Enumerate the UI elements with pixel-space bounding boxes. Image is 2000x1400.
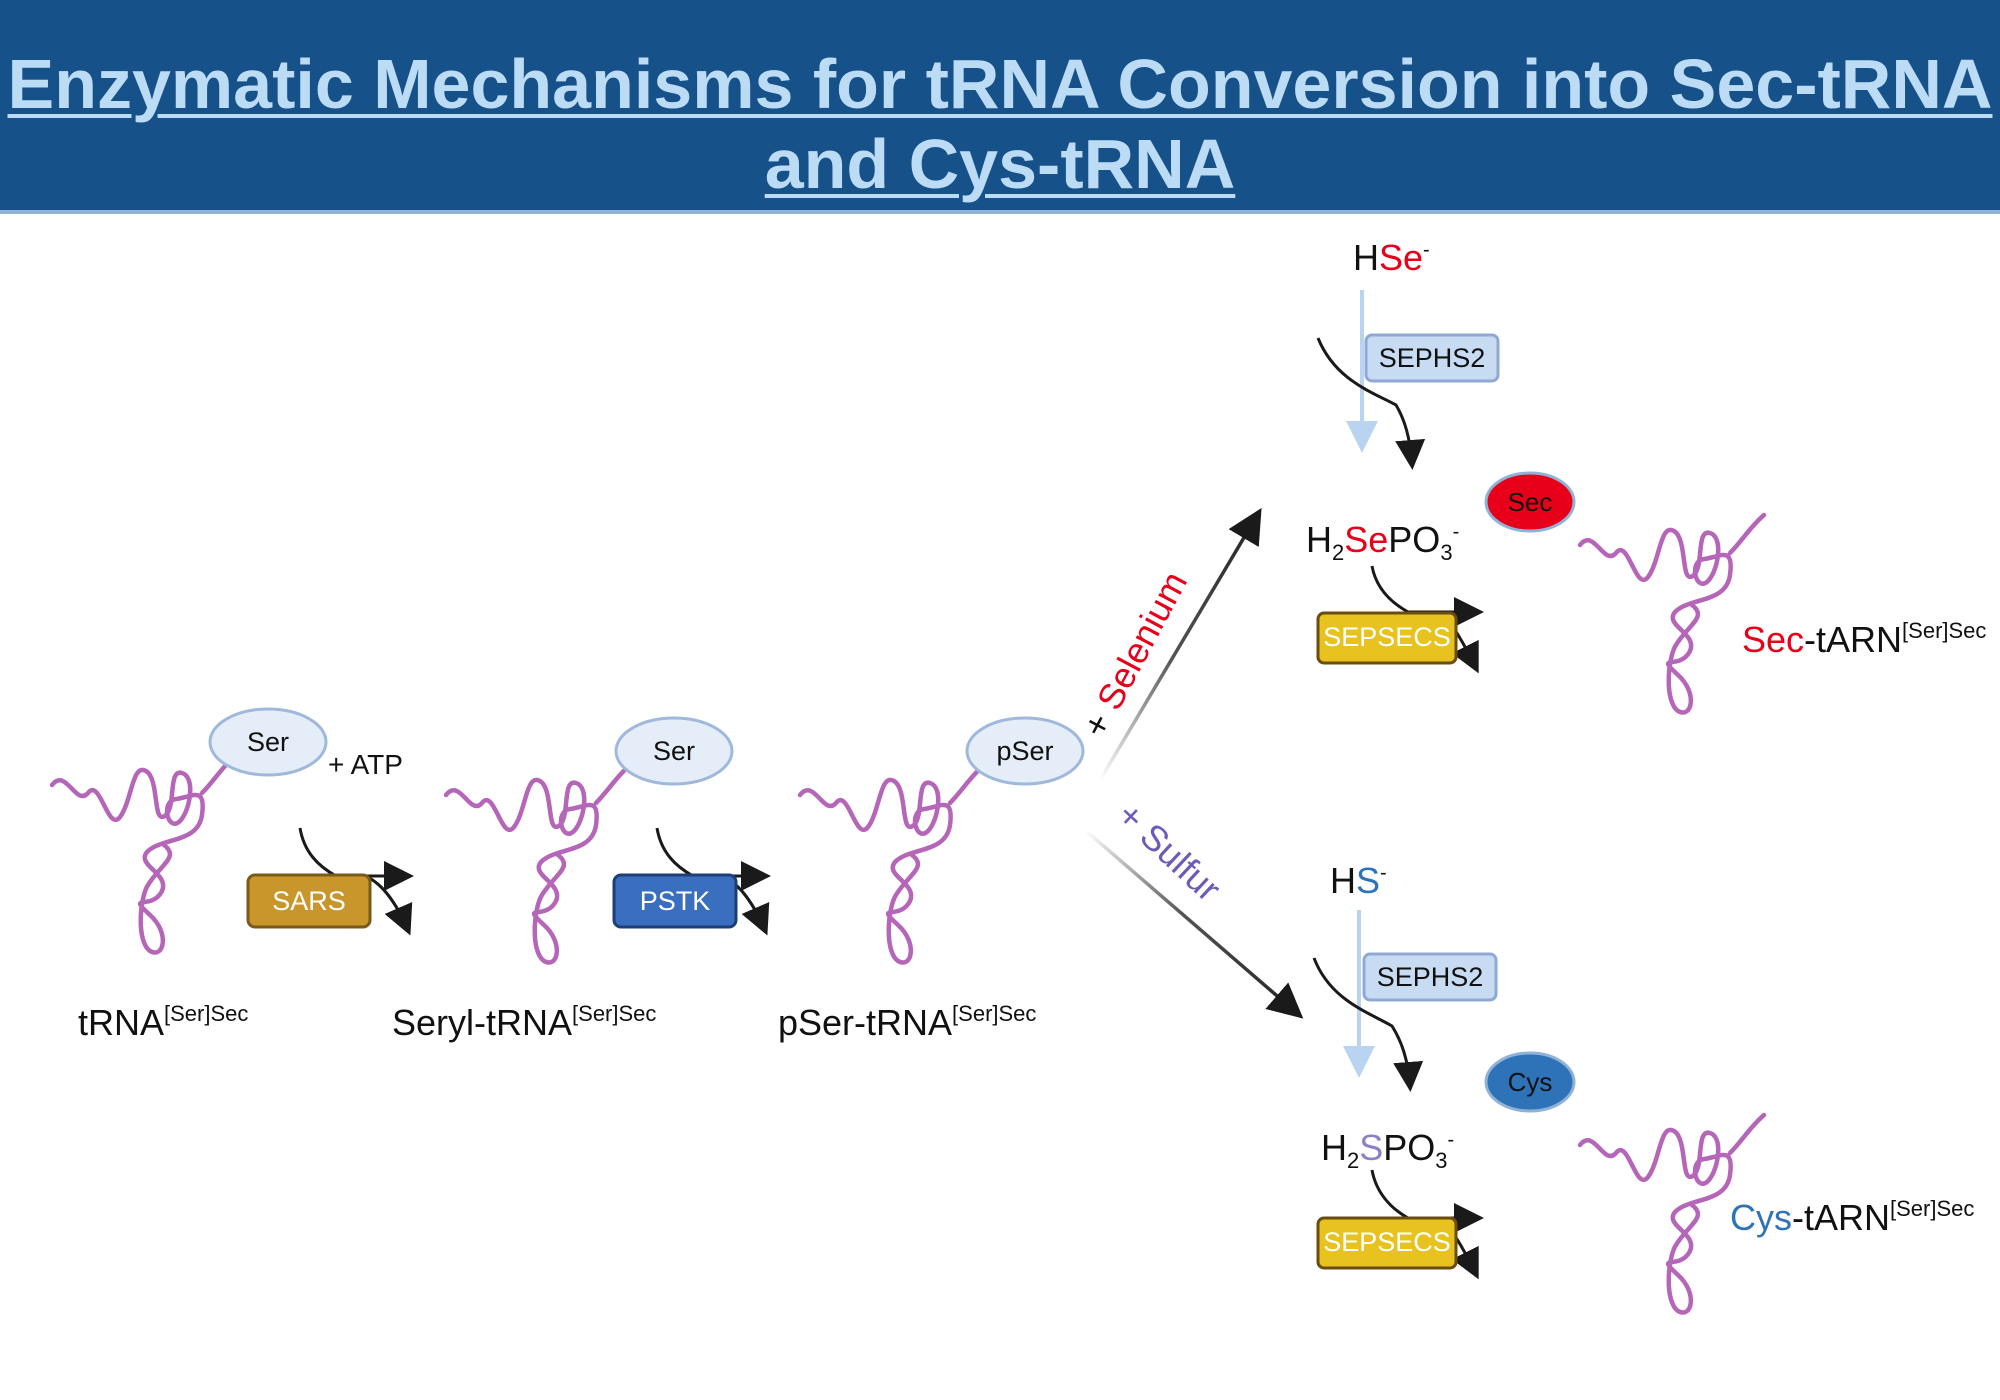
selenium-label: + Selenium xyxy=(1074,565,1195,744)
sec-label: Sec xyxy=(1508,487,1553,517)
trna-structure-3 xyxy=(800,765,984,962)
title-line-2: and Cys-tRNA xyxy=(764,125,1236,203)
sepsecs-top-enzyme: SEPSECS xyxy=(1316,611,1458,665)
ser-label-2: Ser xyxy=(653,736,695,766)
cys-badge: Cys xyxy=(1484,1051,1576,1113)
sephs2-bottom-label: SEPHS2 xyxy=(1377,962,1484,992)
ser-badge-1: Ser xyxy=(208,707,328,777)
hs-label: HS- xyxy=(1330,860,1387,901)
sars-enzyme: SARS xyxy=(246,873,372,929)
cys-label: Cys xyxy=(1508,1067,1553,1097)
h2sepo3-label: H2SePO3- xyxy=(1306,519,1459,565)
h2spo3-label: H2SPO3- xyxy=(1321,1127,1454,1173)
pser-label: pSer xyxy=(996,736,1053,766)
page-title: Enzymatic Mechanisms for tRNA Conversion… xyxy=(0,44,2000,204)
ser-label-1: Ser xyxy=(247,727,289,757)
ser-badge-2: Ser xyxy=(614,716,734,786)
pstk-label: PSTK xyxy=(640,886,711,916)
sephs2-bottom-enzyme: SEPHS2 xyxy=(1362,952,1498,1002)
trna-structure-1 xyxy=(52,755,236,952)
sulfur-label: + Sulfur xyxy=(1110,794,1229,909)
trna-structure-2 xyxy=(446,765,630,962)
sec-trna-species-label: Sec-tARN[Ser]Sec xyxy=(1742,618,1986,660)
pser-badge: pSer xyxy=(965,716,1085,786)
hse-label: HSe- xyxy=(1353,237,1430,278)
sephs2-top-reaction-arrow xyxy=(1316,337,1426,470)
sepsecs-bottom-enzyme: SEPSECS xyxy=(1316,1216,1458,1270)
sephs2-top-label: SEPHS2 xyxy=(1379,343,1486,373)
sars-label: SARS xyxy=(272,886,346,916)
seryl-trna-species-label: Seryl-tRNA[Ser]Sec xyxy=(392,1001,656,1043)
sephs2-bottom-reaction-arrow xyxy=(1312,957,1424,1092)
sepsecs-top-label: SEPSECS xyxy=(1323,622,1451,652)
sepsecs-bottom-label: SEPSECS xyxy=(1323,1227,1451,1257)
cys-trna-species-label: Cys-tARN[Ser]Sec xyxy=(1730,1196,1974,1238)
sec-badge: Sec xyxy=(1484,471,1576,533)
atp-label: + ATP xyxy=(328,749,403,780)
sulfur-branch-arrow xyxy=(1083,828,1304,1019)
trna-species-label: tRNA[Ser]Sec xyxy=(78,1001,248,1043)
title-banner: Enzymatic Mechanisms for tRNA Conversion… xyxy=(0,0,2000,214)
sephs2-top-enzyme: SEPHS2 xyxy=(1364,333,1500,383)
selenium-branch-arrow xyxy=(1098,507,1262,781)
trna-structure-sec xyxy=(1580,515,1764,712)
pstk-enzyme: PSTK xyxy=(612,873,738,929)
title-line-1: Enzymatic Mechanisms for tRNA Conversion… xyxy=(7,45,1993,123)
pser-trna-species-label: pSer-tRNA[Ser]Sec xyxy=(778,1001,1036,1043)
